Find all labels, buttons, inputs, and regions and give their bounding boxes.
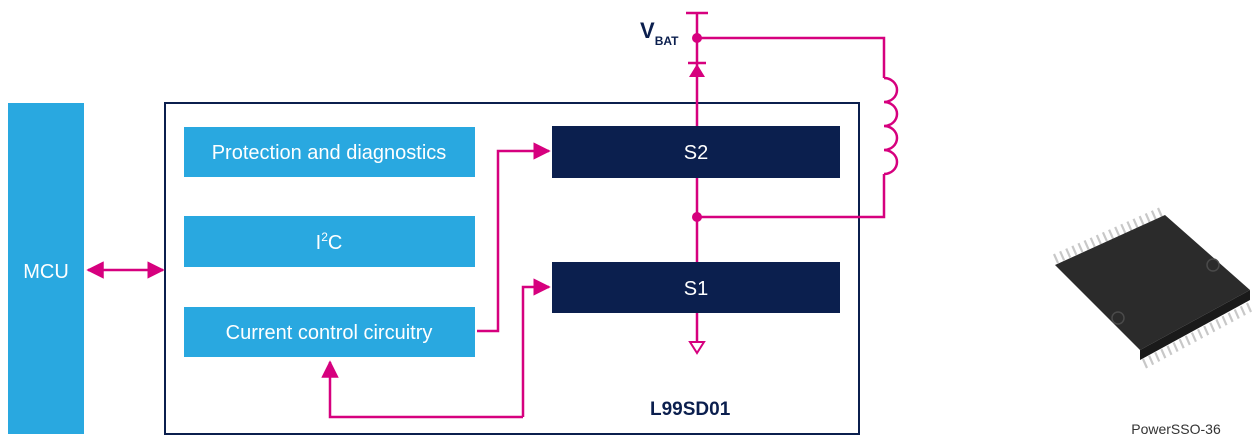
inductor-wire-bottom — [697, 174, 886, 219]
package-pin — [1101, 231, 1108, 242]
package-pin — [1144, 212, 1151, 223]
mcu-label: MCU — [23, 261, 69, 283]
inductor-wire-top — [697, 36, 886, 78]
package-pin — [1071, 245, 1078, 256]
package-pin — [1065, 248, 1072, 259]
package-pin — [1083, 240, 1090, 250]
s1-label: S1 — [684, 278, 708, 300]
package-pin — [1166, 345, 1173, 356]
package-pin — [1156, 207, 1164, 218]
package-pin — [1132, 218, 1139, 229]
package-body — [1055, 215, 1250, 350]
package-pin — [1114, 226, 1121, 237]
package-pin — [1150, 210, 1157, 221]
inductor-coil — [883, 76, 899, 176]
package-pins-bottom — [1141, 302, 1253, 369]
mid-node — [692, 212, 702, 222]
current-control-label: Current control circuitry — [226, 322, 433, 344]
s2-label: S2 — [684, 142, 708, 164]
i2c-label-tail: C — [328, 232, 342, 254]
package-pin — [1184, 335, 1191, 346]
protection-label: Protection and diagnostics — [212, 142, 447, 164]
package-pin — [1245, 302, 1253, 313]
package-pin — [1052, 253, 1060, 264]
package-pin — [1190, 332, 1197, 343]
package-pin — [1209, 322, 1216, 333]
package-pin — [1160, 348, 1167, 359]
current-control-block — [184, 307, 475, 357]
package-pin — [1059, 250, 1066, 261]
i2c-label-base: I — [316, 232, 322, 254]
diode-triangle — [689, 64, 705, 77]
wire-feedback — [321, 360, 523, 419]
package-caption: PowerSSO-36 — [1131, 421, 1221, 437]
package-pin — [1172, 342, 1179, 352]
wire-to-s1 — [521, 278, 551, 417]
chip-name: L99SD01 — [650, 399, 731, 420]
package-pin — [1095, 234, 1102, 245]
s2-block — [552, 126, 840, 178]
chip-frame — [164, 102, 860, 435]
package-pin — [1215, 319, 1222, 329]
package-body-edge — [1140, 290, 1250, 360]
mcu-block — [8, 103, 84, 434]
package-pin — [1089, 237, 1096, 248]
package-pin — [1148, 355, 1155, 366]
package-pin — [1138, 215, 1145, 226]
ground-icon — [688, 341, 706, 355]
chip-package-icon — [1052, 207, 1253, 369]
s1-block — [552, 262, 840, 313]
package-pin — [1178, 338, 1185, 349]
package-pin — [1239, 305, 1246, 316]
package-pin — [1221, 315, 1228, 326]
vbat-label: VBAT — [640, 18, 679, 48]
package-pin — [1108, 229, 1115, 240]
wire-to-s2 — [477, 142, 551, 333]
package-pin — [1120, 223, 1127, 234]
package-pin — [1141, 358, 1149, 369]
package-pin — [1154, 351, 1161, 362]
package-mark-2 — [1111, 311, 1125, 325]
i2c-block — [184, 216, 475, 267]
package-pin — [1077, 242, 1084, 253]
protection-block — [184, 127, 475, 177]
i2c-label-sup: 2 — [321, 230, 328, 244]
package-pin — [1233, 309, 1240, 320]
package-pin — [1227, 312, 1234, 323]
vbat-label-sub: BAT — [655, 34, 679, 48]
package-pin — [1197, 328, 1204, 339]
i2c-label: I2C — [316, 230, 343, 254]
vbat-label-main: V — [640, 18, 655, 43]
package-pin — [1203, 325, 1210, 336]
package-mark-1 — [1206, 258, 1220, 272]
package-pin — [1126, 221, 1133, 231]
package-pins-top — [1052, 207, 1164, 264]
